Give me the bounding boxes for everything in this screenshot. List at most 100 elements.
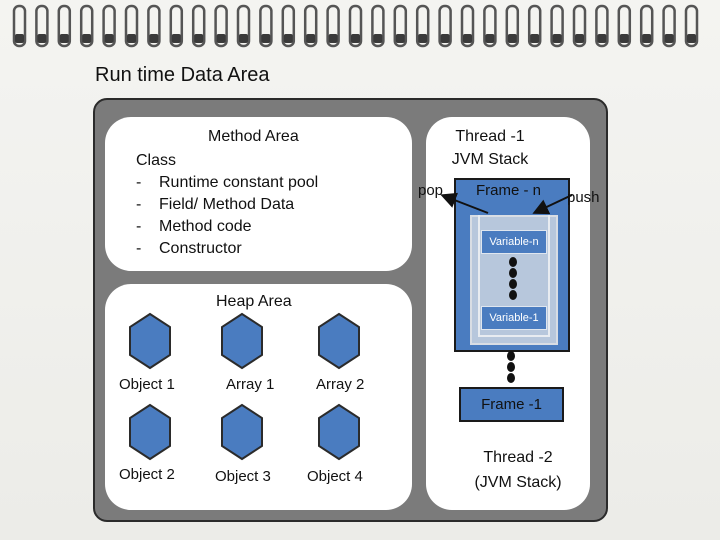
variable-n-box: Variable-n (481, 230, 547, 254)
list-item: -Field/ Method Data (136, 194, 318, 216)
spiral-hole (194, 34, 204, 43)
pop-label: pop (418, 182, 444, 199)
slide-title: Run time Data Area (95, 64, 270, 86)
spiral-hole (306, 34, 316, 43)
object-label: Object 1 (119, 376, 175, 393)
frame-1-box: Frame -1 (459, 387, 564, 422)
spiral-hole (104, 34, 114, 43)
object-hexagon (129, 312, 171, 370)
spiral-hole (82, 34, 92, 43)
spiral-hole (328, 34, 338, 43)
push-arrow (532, 194, 573, 215)
thread-1-title: Thread -1 (455, 128, 525, 145)
spiral-ring (35, 4, 49, 48)
object-hexagon (221, 312, 263, 370)
spiral-hole (261, 34, 271, 43)
list-dash: - (136, 174, 142, 191)
spiral-ring (236, 4, 251, 48)
spiral-ring (57, 4, 72, 48)
object-hexagon (221, 403, 263, 461)
spiral-ring (259, 4, 273, 48)
spiral-ring (79, 4, 94, 48)
jvm-stack-title: JVM Stack (451, 151, 529, 168)
spiral-ring (191, 4, 206, 48)
object-label: Object 2 (119, 466, 175, 483)
list-item-text: Field/ Method Data (159, 196, 295, 213)
list-item-text: Method code (159, 218, 252, 235)
spiral-hole (463, 34, 472, 43)
spiral-hole (418, 34, 428, 43)
variables-well-inner (478, 215, 550, 337)
class-label: Class (136, 152, 177, 169)
list-dash: - (136, 218, 142, 235)
object-hexagon (129, 403, 171, 461)
spiral-hole (15, 34, 24, 43)
spiral-ring (684, 4, 699, 48)
method-area-box (105, 117, 412, 271)
spiral-ring (550, 4, 564, 48)
spiral-ring (483, 4, 497, 48)
spiral-ring (326, 4, 340, 48)
spiral-hole (351, 34, 360, 43)
heap-area-title: Heap Area (216, 293, 292, 310)
list-item: -Constructor (136, 238, 318, 260)
list-item-text: Constructor (159, 240, 242, 257)
object-label: Object 3 (215, 468, 271, 485)
spiral-hole (687, 34, 696, 43)
list-item: -Runtime constant pool (136, 172, 318, 194)
spiral-hole (283, 34, 293, 43)
pop-arrow (440, 192, 489, 214)
spiral-ring (281, 4, 296, 48)
spiral-hole (530, 34, 540, 43)
thread-2-stack-title: (JVM Stack) (474, 474, 562, 491)
spiral-ring (124, 4, 139, 48)
list-dash: - (136, 240, 142, 257)
spiral-ring (348, 4, 363, 48)
spiral-ring (393, 4, 408, 48)
spiral-hole (507, 34, 517, 43)
spiral-hole (485, 34, 495, 43)
list-item-text: Runtime constant pool (159, 174, 319, 191)
list-dash: - (136, 196, 142, 213)
method-area-title: Method Area (208, 128, 299, 145)
spiral-hole (664, 34, 674, 43)
frame-n-label: Frame - n (476, 182, 542, 199)
spiral-ring (415, 4, 430, 48)
object-label: Array 2 (316, 376, 365, 393)
spiral-ring (595, 4, 609, 48)
spiral-ring (214, 4, 228, 48)
thread-2-label: Thread -2 (JVM Stack) (458, 445, 578, 495)
spiral-hole (642, 34, 652, 43)
spiral-ring (303, 4, 318, 48)
spiral-hole (597, 34, 607, 43)
spiral-hole (149, 34, 159, 43)
spiral-ring (505, 4, 520, 48)
spiral-ring (617, 4, 632, 48)
spiral-hole (552, 34, 562, 43)
variable-1-box: Variable-1 (481, 306, 547, 330)
spiral-ring (371, 4, 385, 48)
spiral-ring (527, 4, 542, 48)
object-hexagon (318, 312, 360, 370)
spiral-ring (12, 4, 27, 48)
ellipsis-dots (509, 257, 517, 300)
ellipsis-dots (507, 351, 515, 383)
spiral-hole (127, 34, 136, 43)
spiral-ring (147, 4, 161, 48)
spiral-hole (171, 34, 181, 43)
spiral-hole (575, 34, 584, 43)
spiral-hole (239, 34, 248, 43)
spiral-ring (169, 4, 184, 48)
spiral-ring (460, 4, 475, 48)
object-hexagon (318, 403, 360, 461)
spiral-hole (395, 34, 405, 43)
spiral-ring (572, 4, 587, 48)
spiral-hole (619, 34, 629, 43)
object-label: Object 4 (307, 468, 363, 485)
spiral-hole (37, 34, 47, 43)
push-label: push (567, 189, 600, 206)
object-label: Array 1 (226, 376, 275, 393)
thread-1-label: Thread -1 JVM Stack (430, 125, 550, 171)
